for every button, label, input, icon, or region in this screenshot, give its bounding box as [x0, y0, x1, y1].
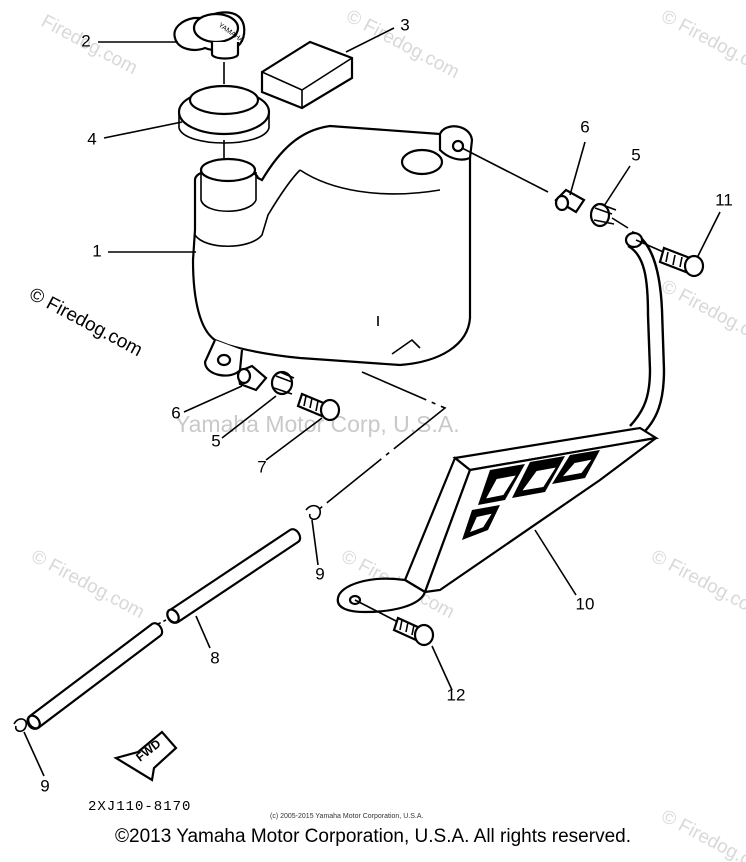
clip-bottom: [13, 718, 28, 733]
callout-9-mid: 9: [315, 564, 324, 583]
watermark-5: © Firedog.com: [658, 276, 746, 353]
callout-3: 3: [400, 15, 409, 34]
damper-top: [589, 202, 617, 228]
tank-to-collar-line: [461, 147, 549, 193]
callout-5-top: 5: [631, 145, 640, 164]
pad: [260, 40, 354, 110]
fuel-cap: YAMAHA: [173, 11, 246, 60]
fwd-arrow: FWD: [113, 730, 178, 782]
bolt-top: [635, 239, 705, 278]
callout-8: 8: [210, 648, 219, 667]
outlet-to-hose-line: [317, 371, 447, 511]
grommet-ring: [177, 84, 271, 144]
callout-7: 7: [257, 457, 266, 476]
part-code: 2XJ110-8170: [88, 799, 191, 815]
callout-4: 4: [87, 129, 96, 148]
copyright-notice: ©2013 Yamaha Motor Corporation, U.S.A. A…: [115, 826, 631, 847]
fuel-hose: [26, 528, 302, 730]
callout-labels: 2 3 4 1 6 5 11 6 5 7 9 8 10 12 9: [40, 15, 733, 795]
watermark-6: © Firedog.com: [28, 546, 148, 623]
watermark-8: © Firedog.com: [648, 546, 746, 623]
damper-left: [270, 370, 295, 396]
bracket: [336, 230, 666, 614]
small-copyright: (c) 2005-2015 Yamaha Motor Corporation, …: [270, 813, 423, 820]
watermark-3: © Firedog.com: [658, 6, 746, 83]
callout-2: 2: [81, 31, 90, 50]
collar-top: [554, 188, 586, 214]
callout-10: 10: [576, 594, 595, 613]
collar-left: [236, 364, 268, 392]
watermark-black: © Firedog.com: [26, 284, 146, 361]
callout-6-left: 6: [171, 403, 180, 422]
callout-5-left: 5: [211, 431, 220, 450]
callout-6-top: 6: [580, 117, 589, 136]
watermark-center: Yamaha Motor Corp, U.S.A.: [175, 411, 460, 437]
clip-mid: [305, 504, 322, 521]
callout-9-bottom: 9: [40, 776, 49, 795]
callout-12: 12: [447, 685, 466, 704]
leader-lines: [23, 27, 721, 777]
callout-1: 1: [92, 241, 101, 260]
bolt-left: [296, 392, 341, 422]
callout-11: 11: [715, 190, 733, 209]
fuel-tank: [191, 124, 474, 377]
bolt-lower: [354, 599, 435, 647]
